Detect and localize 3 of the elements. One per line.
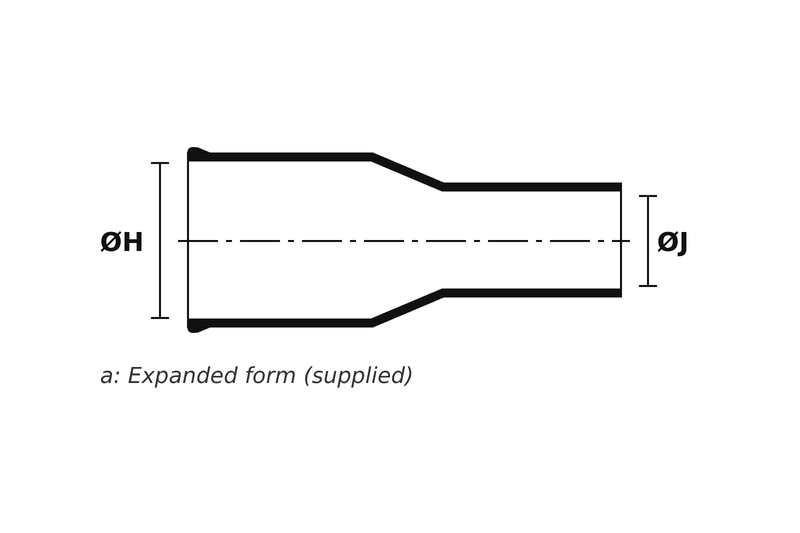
caption: a: Expanded form (supplied) [100,364,414,390]
dimension-label: ØJ [657,230,689,256]
dimension-label: ØH [100,230,144,256]
